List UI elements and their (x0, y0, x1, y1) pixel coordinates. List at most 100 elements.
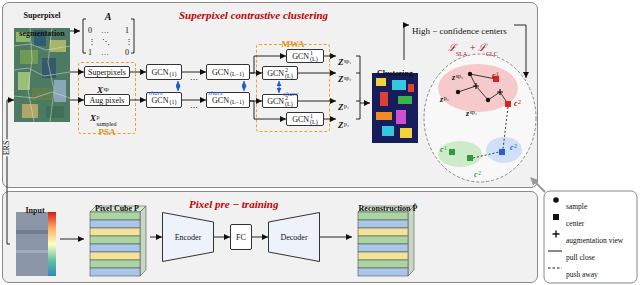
superpixel (54, 80, 66, 102)
augmentation-mark (553, 231, 560, 238)
legend-pointer (531, 178, 545, 192)
text-holder: Reconstruction P̂ (344, 197, 432, 215)
math-label: 2 (518, 99, 521, 105)
matrix-bracket (83, 19, 134, 53)
math-label: 1 (496, 71, 499, 77)
math-label: p₂ (444, 95, 449, 101)
text-group: Decoder (280, 233, 307, 242)
label-holder: p₁ (344, 94, 349, 112)
cube-slice (90, 252, 140, 260)
legend-text: center (566, 219, 584, 228)
matrix-entry: 0 (125, 48, 129, 57)
cube-slice (90, 260, 140, 268)
legend-symbol (548, 268, 562, 269)
pull-line (548, 251, 562, 252)
module-region: MWAGCN1(L)GCN2(L)GCN2(L)GCN1(L) (256, 33, 330, 132)
node-text: Reconstruction P̂ (359, 204, 418, 213)
cube-top (358, 206, 414, 212)
cluster-patch (392, 80, 406, 90)
sample-dot (456, 90, 460, 94)
math-label: p (97, 114, 100, 120)
script-stack: 1(L) (310, 113, 318, 125)
node-text: A (105, 11, 112, 22)
math-label: 2 (478, 170, 481, 176)
text-holder: Superpixel contrastive clustering (179, 5, 328, 23)
label-holder: 1 (444, 136, 447, 154)
sample-dot (468, 72, 472, 76)
fc-box: FC (230, 224, 252, 250)
cluster-patch (376, 78, 386, 86)
cluster-region (438, 64, 518, 112)
cluster-patch (396, 110, 406, 124)
math-label: X (90, 113, 96, 123)
superpixel (32, 88, 52, 100)
node-text: Pixel Cube P (95, 204, 139, 213)
input-band (16, 230, 48, 234)
math-label: Z (338, 74, 344, 84)
legend-text: push away (566, 270, 598, 279)
connector-arrow (60, 239, 84, 240)
cube-slice (358, 228, 408, 236)
cluster-map (372, 73, 418, 143)
text-holder: MWA (256, 33, 330, 51)
label-holder: 2 (518, 90, 521, 108)
label-holder: sp₁ (470, 100, 477, 118)
matrix-entry: … (101, 48, 109, 57)
share-arrow (279, 81, 280, 93)
cluster-patch (376, 112, 392, 120)
connector-arrow (182, 100, 206, 101)
node-text: MWA (282, 39, 305, 49)
output-arrow (298, 101, 336, 102)
center-square (499, 149, 505, 155)
cube-slice (358, 244, 408, 252)
loss-label: ℒ (448, 42, 456, 53)
loss-label: CLC (486, 51, 498, 57)
node-text: GCN (292, 115, 309, 124)
node-text: Encoder (175, 233, 202, 242)
node-text: (L) (285, 101, 293, 107)
label-holder: ℒ (448, 37, 456, 55)
cluster-patch (398, 96, 412, 104)
label-holder: Z (338, 114, 344, 132)
connector-arrow (150, 237, 162, 238)
label-holder: X (97, 79, 103, 97)
label-holder: z (466, 102, 469, 120)
node-text: GCN (152, 68, 169, 77)
legend-item: sample (566, 195, 587, 213)
label-holder: Z (338, 96, 344, 114)
edge-label-holder: ⋯ (194, 100, 204, 118)
label-holder: c (440, 138, 444, 156)
label-holder: 1 (125, 19, 129, 37)
math-label: sp₂ (456, 73, 463, 79)
connector-arrow (250, 56, 286, 73)
label-holder: z (440, 88, 443, 106)
label-holder: p₂ (444, 86, 449, 104)
center-square (449, 149, 455, 155)
superpixel (22, 104, 38, 118)
legend-item: center (566, 212, 584, 230)
label-holder: X (90, 107, 96, 125)
label-holder: share (208, 81, 223, 99)
spectral-band (48, 212, 56, 276)
label-holder: Z (338, 51, 344, 69)
label-holder: sp₁ (344, 49, 351, 67)
script-stack: 2(L) (285, 67, 293, 79)
cluster-region (438, 141, 482, 167)
math-label: sampled (97, 121, 117, 127)
embedding-space (424, 54, 536, 182)
decoder-block: Decoder (268, 212, 320, 262)
sample-dot (553, 197, 559, 203)
output-arrow (324, 56, 336, 57)
connector-arrow (214, 237, 230, 238)
edge-label: ⋯ (189, 76, 199, 84)
text-group: Encoder (175, 233, 202, 242)
label-holder: 0 (88, 19, 92, 37)
math-label: Z (338, 120, 344, 130)
output-arrow (298, 73, 336, 74)
legend-text: augmentation view (566, 236, 623, 245)
label-holder: sp₂ (456, 64, 463, 82)
encoder-block: Encoder (162, 212, 214, 262)
math-label: c (514, 99, 518, 108)
node-text: (L) (285, 73, 293, 79)
